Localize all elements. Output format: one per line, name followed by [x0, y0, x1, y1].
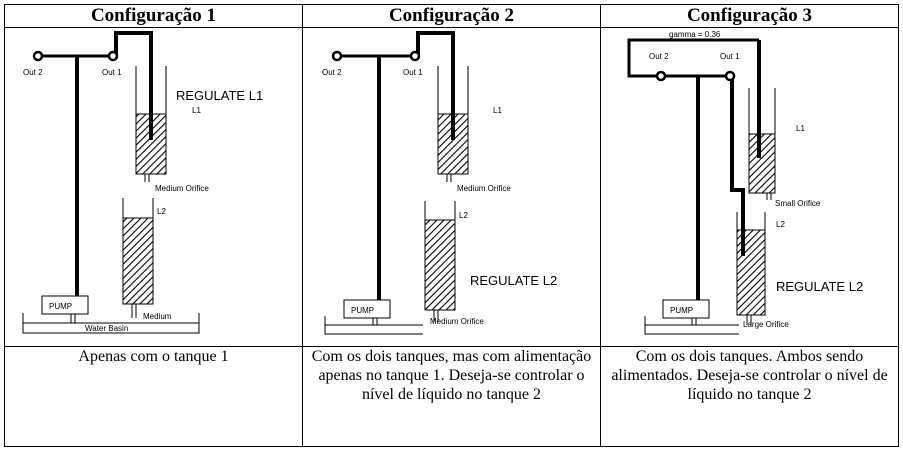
valve-out-2	[655, 70, 667, 82]
tank-l1	[748, 88, 776, 200]
valve-out-2	[32, 50, 44, 62]
caption-config-1: Apenas com o tanque 1	[4, 346, 303, 447]
pipe-network	[40, 31, 153, 298]
label-out-2: Out 2	[649, 52, 669, 61]
label-l1: L1	[796, 124, 805, 133]
label-l2: L2	[776, 220, 785, 229]
label-l1: L1	[493, 106, 502, 115]
header-config-1: Configuração 1	[4, 4, 303, 28]
tank-l1	[135, 66, 167, 182]
tank-l2	[424, 201, 456, 322]
label-water-basin: Water Basin	[85, 324, 128, 333]
label-medium: Medium	[143, 312, 172, 321]
pump	[343, 299, 391, 319]
label-out-1: Out 1	[403, 68, 423, 77]
label-l2: L2	[157, 207, 166, 216]
water-basin	[22, 313, 200, 334]
label-small-orifice: Small Orifice	[775, 199, 821, 208]
label-large-orifice: Large Orifice	[743, 320, 789, 329]
label-l2: L2	[459, 211, 468, 220]
figure-config-2: Out 2 Out 1 L1 Medium Orifice	[302, 27, 601, 347]
label-medium-orifice: Medium Orifice	[155, 184, 209, 193]
caption-config-3: Com os dois tanques. Ambos sendo aliment…	[600, 346, 899, 447]
water-basin	[644, 316, 739, 335]
label-regulate-l1: REGULATE L1	[176, 88, 263, 103]
header-config-3: Configuração 3	[600, 4, 899, 28]
label-medium-orifice-l2: Medium Orifice	[430, 317, 484, 326]
label-pump: PUMP	[670, 306, 693, 315]
label-out-2: Out 2	[23, 68, 43, 77]
label-out-1: Out 1	[102, 68, 122, 77]
figure-config-1: Out 2 Out 1 REGULATE L1 L1 Medium Orific…	[4, 27, 303, 347]
label-regulate-l2: REGULATE L2	[470, 273, 557, 288]
pump	[662, 299, 710, 319]
label-gamma: gamma = 0.36	[669, 30, 721, 39]
label-l1: L1	[192, 106, 201, 115]
water-basin	[324, 316, 423, 335]
caption-config-2: Com os dois tanques, mas com alimentação…	[302, 346, 601, 447]
pipe-network	[339, 31, 455, 303]
valve-out-1	[724, 70, 736, 82]
pump	[41, 295, 89, 315]
valve-out-2	[331, 50, 343, 62]
label-medium-orifice: Medium Orifice	[457, 184, 511, 193]
label-regulate-l2: REGULATE L2	[776, 279, 863, 294]
figure-config-3: gamma = 0.36 Out 2 Out 1	[600, 27, 899, 347]
label-out-1: Out 1	[720, 52, 740, 61]
tank-l2	[122, 198, 154, 318]
label-out-2: Out 2	[322, 68, 342, 77]
valve-out-1	[107, 50, 119, 62]
label-pump: PUMP	[49, 302, 72, 311]
tank-l1	[437, 66, 469, 182]
header-config-2: Configuração 2	[302, 4, 601, 28]
label-pump: PUMP	[351, 306, 374, 315]
valve-out-1	[409, 50, 421, 62]
tank-l2	[736, 212, 766, 325]
configuration-table: Configuração 1 Configuração 2 Configuraç…	[4, 4, 899, 447]
